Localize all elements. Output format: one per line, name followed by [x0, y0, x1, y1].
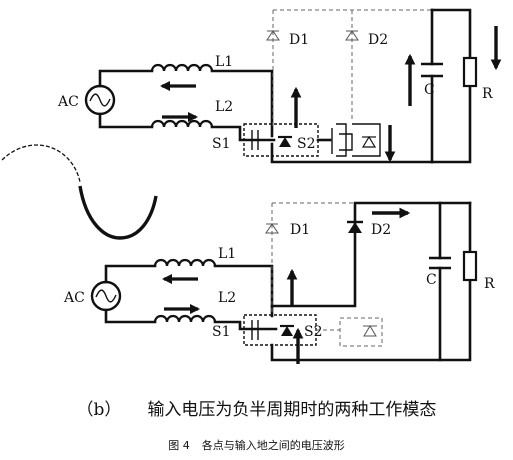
top-s2-body-diode — [361, 135, 377, 148]
bottom-r-label: R — [484, 276, 495, 292]
bottom-ac-label: AC — [63, 290, 85, 306]
bottom-d1-diode — [265, 223, 279, 234]
top-s1-label: S1 — [212, 136, 231, 152]
top-d1-diode — [266, 30, 280, 41]
bottom-l1-label: L1 — [218, 246, 236, 262]
top-c-label: C — [424, 82, 435, 98]
subfigure-caption: （b） 输入电压为负半周期时的两种工作模态 — [0, 395, 513, 420]
top-d1-label: D1 — [289, 32, 309, 48]
bottom-l1-inductor — [153, 258, 217, 267]
bottom-l2-inductor — [153, 314, 217, 323]
bottom-s2-switch-box — [339, 317, 383, 347]
subfigure-label: （b） — [76, 400, 122, 420]
top-ac-label: AC — [57, 94, 79, 110]
top-s1-body-diode — [278, 135, 292, 147]
bottom-s1-label: S1 — [212, 324, 231, 340]
bottom-s2-label: S2 — [304, 324, 323, 340]
top-l1-inductor — [150, 63, 214, 72]
top-d2-label: D2 — [368, 32, 388, 48]
top-l2-label: L2 — [215, 99, 233, 115]
bottom-d1-label: D1 — [290, 222, 310, 238]
bottom-s1-body-diode — [280, 324, 294, 336]
bottom-circuit: AC L1 L2 D1 D2 — [63, 201, 495, 364]
top-d2-diode — [345, 30, 359, 41]
bottom-c-label: C — [426, 272, 437, 288]
top-s2-label: S2 — [297, 136, 316, 152]
top-s1-switch-box — [243, 123, 319, 157]
bottom-d2-label: D2 — [371, 222, 391, 238]
top-l2-inductor — [150, 119, 214, 128]
top-circuit: AC L1 L2 D1 D2 — [57, 8, 502, 164]
bottom-resistor — [462, 250, 478, 282]
top-resistor — [462, 56, 478, 88]
top-capacitor — [421, 62, 443, 78]
figure-title: 各点与输入地之间的电压波形 — [201, 439, 345, 452]
figure-caption: 图 4 各点与输入地之间的电压波形 — [0, 437, 513, 453]
top-l1-label: L1 — [215, 54, 233, 70]
input-waveform — [1, 144, 158, 240]
subfigure-text: 输入电压为负半周期时的两种工作模态 — [147, 400, 437, 420]
figure-number: 图 4 — [168, 439, 190, 452]
top-ac-source: AC — [57, 84, 116, 116]
top-r-label: R — [482, 86, 493, 102]
bottom-capacitor — [429, 256, 451, 270]
bottom-ac-source: AC — [63, 280, 122, 312]
bottom-s2-body-diode — [363, 325, 377, 337]
waveform-negative-solid — [78, 185, 158, 240]
bottom-l2-label: L2 — [218, 290, 236, 306]
bottom-s1-switch-box — [243, 314, 317, 346]
bottom-d2-diode — [347, 220, 363, 233]
waveform-positive-dashed — [1, 144, 81, 183]
top-s2-mosfet — [339, 133, 353, 151]
